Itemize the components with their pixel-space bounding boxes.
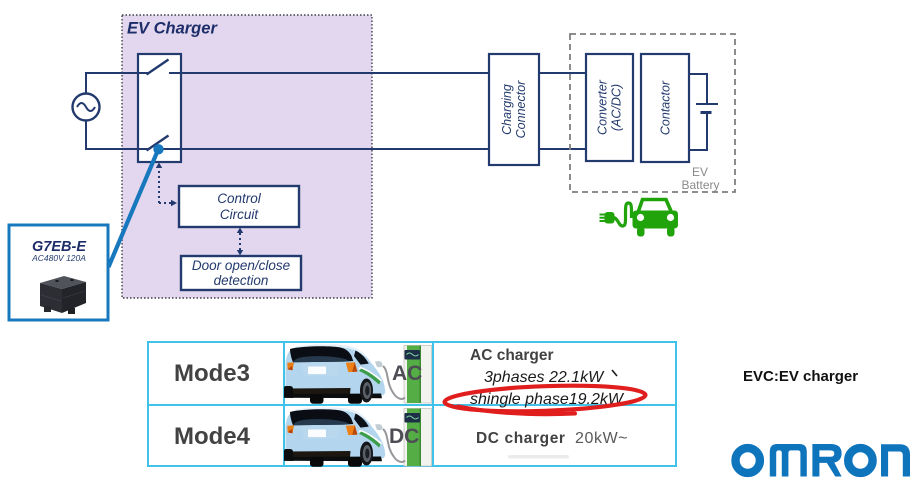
svg-text:(AC/DC): (AC/DC) xyxy=(610,84,624,131)
svg-text:EV Charger: EV Charger xyxy=(127,20,218,38)
svg-text:DC charger: DC charger xyxy=(476,430,566,447)
svg-text:Connector: Connector xyxy=(514,80,528,139)
svg-text:EV: EV xyxy=(692,165,708,179)
svg-text:Charging: Charging xyxy=(500,84,514,135)
svg-text:Circuit: Circuit xyxy=(220,207,260,222)
svg-text:shingle phase19.2kW: shingle phase19.2kW xyxy=(470,391,625,408)
svg-text:AC charger: AC charger xyxy=(470,347,554,364)
svg-text:Mode4: Mode4 xyxy=(174,423,251,450)
svg-text:3phases 22.1kW: 3phases 22.1kW xyxy=(484,369,605,386)
svg-text:G7EB-E: G7EB-E xyxy=(32,239,87,255)
svg-text:Control: Control xyxy=(217,191,262,206)
svg-text:Converter: Converter xyxy=(596,79,610,135)
svg-text:20kW~: 20kW~ xyxy=(575,430,628,447)
svg-text:detection: detection xyxy=(214,273,269,288)
svg-text:Mode3: Mode3 xyxy=(174,360,250,387)
svg-text:DC: DC xyxy=(389,425,419,448)
svg-text:Door open/close: Door open/close xyxy=(192,258,290,273)
svg-text:Battery: Battery xyxy=(681,178,719,192)
svg-text:Contactor: Contactor xyxy=(659,80,673,135)
svg-text:EVC:EV charger: EVC:EV charger xyxy=(743,368,858,385)
svg-text:AC480V 120A: AC480V 120A xyxy=(31,253,86,263)
svg-text:AC: AC xyxy=(392,362,422,385)
